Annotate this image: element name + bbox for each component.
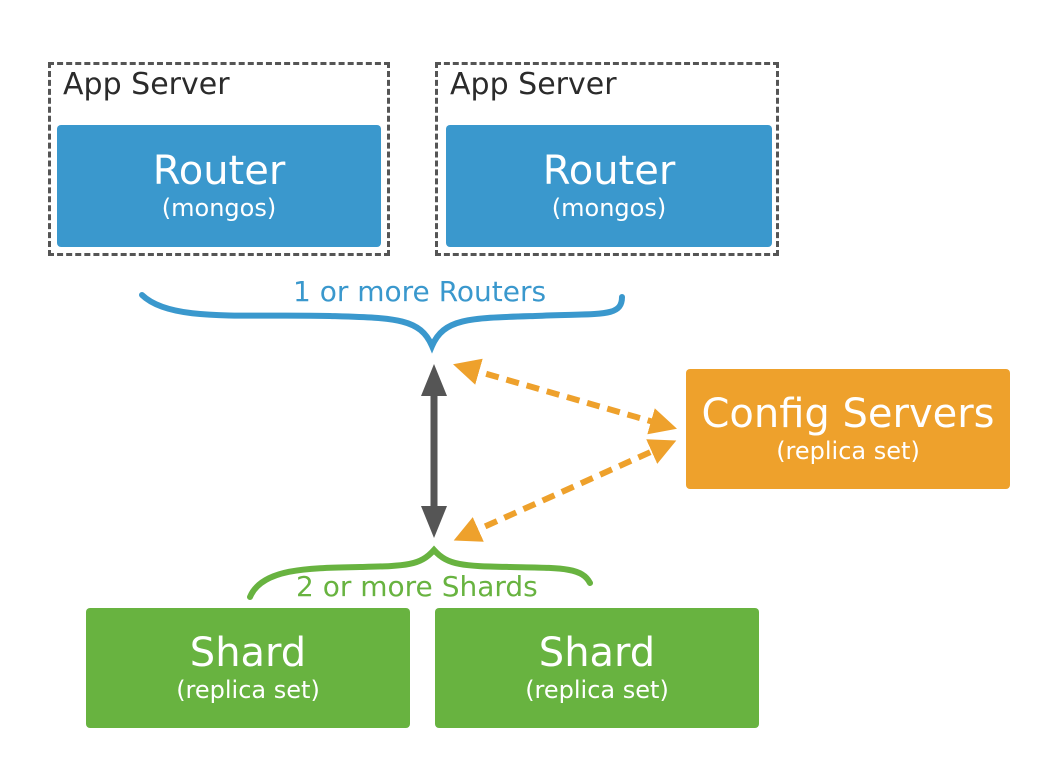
config-shard-arrow xyxy=(453,439,677,542)
config-servers-subtitle: (replica set) xyxy=(776,437,920,465)
config-router-arrow xyxy=(453,358,677,435)
shard-1: Shard (replica set) xyxy=(86,608,410,728)
shard-subtitle: (replica set) xyxy=(525,676,669,704)
router-subtitle: (mongos) xyxy=(161,194,277,222)
router-subtitle: (mongos) xyxy=(551,194,667,222)
shard-title: Shard xyxy=(189,630,307,676)
shard-2: Shard (replica set) xyxy=(435,608,759,728)
vertical-double-arrow xyxy=(421,364,447,538)
routers-brace-label: 1 or more Routers xyxy=(293,275,547,308)
app-server-2: App Server Router (mongos) xyxy=(435,62,779,256)
shard-title: Shard xyxy=(538,630,656,676)
shards-brace-label: 2 or more Shards xyxy=(296,570,538,603)
app-server-1: App Server Router (mongos) xyxy=(48,62,390,256)
config-servers-box: Config Servers (replica set) xyxy=(686,369,1010,489)
router-1: Router (mongos) xyxy=(57,125,381,247)
router-title: Router xyxy=(152,148,286,194)
router-title: Router xyxy=(542,148,676,194)
app-server-label: App Server xyxy=(450,67,617,102)
config-servers-title: Config Servers xyxy=(701,391,995,437)
router-2: Router (mongos) xyxy=(446,125,772,247)
shard-subtitle: (replica set) xyxy=(176,676,320,704)
routers-brace xyxy=(139,292,625,354)
app-server-label: App Server xyxy=(63,67,230,102)
shards-brace xyxy=(247,545,593,600)
